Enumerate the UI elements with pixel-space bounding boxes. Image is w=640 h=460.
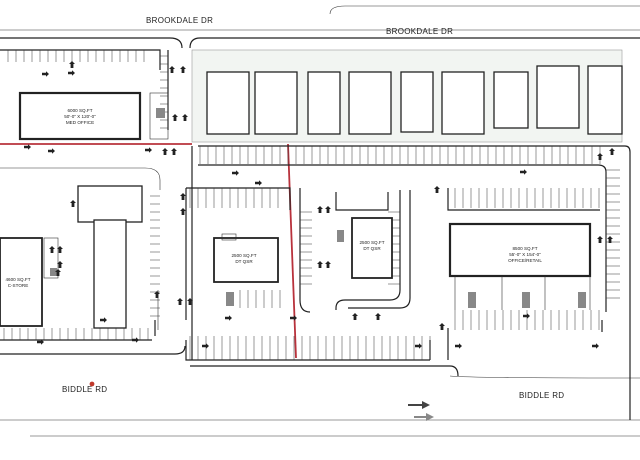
dt-qsr-2-use: DT QSR bbox=[363, 246, 381, 251]
traffic-arrow-icon bbox=[182, 114, 188, 121]
traffic-arrow-icon bbox=[37, 339, 44, 345]
traffic-arrow-icon bbox=[145, 147, 152, 153]
traffic-arrow-icon bbox=[455, 343, 462, 349]
building-office-retail bbox=[448, 222, 592, 278]
traffic-arrow-icon bbox=[180, 66, 186, 73]
office-retail-dims: 55'-0" X 154'-0" bbox=[509, 252, 541, 257]
traffic-arrow-icon bbox=[597, 236, 603, 243]
road-label-brookdale-right: BROOKDALE DR bbox=[386, 27, 453, 36]
road-label-brookdale-left: BROOKDALE DR bbox=[146, 16, 213, 25]
med-office-dims: 50'-0" X 120'-0" bbox=[64, 114, 96, 119]
med-office-area: 6000 SQ.FT bbox=[67, 108, 92, 113]
traffic-arrow-icon bbox=[177, 298, 183, 305]
traffic-arrow-icon bbox=[180, 193, 186, 200]
main-lot bbox=[185, 145, 631, 420]
traffic-arrow-icon bbox=[154, 291, 160, 298]
traffic-arrow-icon bbox=[57, 246, 63, 253]
traffic-arrow-icon bbox=[609, 148, 615, 155]
traffic-arrow-icon bbox=[169, 66, 175, 73]
traffic-arrow-icon bbox=[187, 298, 193, 305]
traffic-arrow-icon bbox=[48, 148, 55, 154]
traffic-arrow-icon bbox=[317, 261, 323, 268]
traffic-arrow-icon bbox=[290, 315, 297, 321]
traffic-arrow-icon bbox=[597, 153, 603, 160]
dt-qsr-1-use: DT QSR bbox=[235, 259, 253, 264]
label-med-office: 6000 SQ.FT 50'-0" X 120'-0" MED OFFICE bbox=[64, 108, 96, 125]
label-office-retail: 8500 SQ.FT 55'-0" X 154'-0" OFFICE/RETAI… bbox=[508, 246, 542, 263]
traffic-arrow-icon bbox=[68, 70, 75, 76]
traffic-arrow-icon bbox=[439, 323, 445, 330]
traffic-arrow-icon bbox=[55, 269, 61, 276]
property-lines bbox=[0, 143, 297, 359]
label-dt-qsr-2: 2500 SQ.FT DT QSR bbox=[359, 240, 384, 251]
traffic-arrow-icon bbox=[520, 169, 527, 175]
traffic-arrows bbox=[24, 61, 615, 349]
building-med-office bbox=[18, 91, 142, 141]
adjacent-building bbox=[206, 71, 250, 135]
fuel-canopy-island bbox=[93, 219, 127, 329]
traffic-arrow-icon bbox=[325, 261, 331, 268]
buildings bbox=[0, 65, 623, 329]
traffic-arrow-icon bbox=[225, 315, 232, 321]
traffic-arrow-icon bbox=[592, 343, 599, 349]
parking-stalls bbox=[3, 50, 620, 360]
dt-qsr-2-area: 2500 SQ.FT bbox=[359, 240, 384, 245]
traffic-arrow-icon bbox=[232, 170, 239, 176]
traffic-arrow-icon bbox=[325, 206, 331, 213]
adjacent-building bbox=[307, 71, 341, 135]
traffic-arrow-icon bbox=[70, 200, 76, 207]
road-edges bbox=[0, 5, 640, 437]
traffic-arrow-icon bbox=[523, 313, 530, 319]
traffic-arrow-icon bbox=[375, 313, 381, 320]
traffic-arrow-icon bbox=[24, 144, 31, 150]
label-c-store: 4600 SQ.FT C-STORE bbox=[5, 277, 30, 288]
traffic-arrow-icon bbox=[162, 148, 168, 155]
traffic-arrow-icon bbox=[255, 180, 262, 186]
office-retail-use: OFFICE/RETAIL bbox=[508, 258, 542, 263]
traffic-arrow-icon bbox=[180, 208, 186, 215]
adjacent-building bbox=[536, 65, 580, 129]
north-arrow-icon bbox=[408, 401, 434, 421]
traffic-arrow-icon bbox=[132, 337, 139, 343]
med-office-use: MED OFFICE bbox=[66, 120, 94, 125]
building-dt-qsr-1 bbox=[213, 237, 279, 283]
traffic-arrow-icon bbox=[607, 236, 613, 243]
office-retail-area: 8500 SQ.FT bbox=[512, 246, 537, 251]
fuel-canopy bbox=[77, 185, 143, 223]
adjacent-building bbox=[441, 71, 485, 135]
road-label-biddle-left: BIDDLE RD bbox=[62, 385, 107, 394]
traffic-arrow-icon bbox=[317, 206, 323, 213]
traffic-arrow-icon bbox=[42, 71, 49, 77]
adjacent-building bbox=[493, 71, 529, 129]
traffic-arrow-icon bbox=[202, 343, 209, 349]
traffic-arrow-icon bbox=[434, 186, 440, 193]
marker-icon bbox=[89, 381, 95, 387]
traffic-arrow-icon bbox=[171, 148, 177, 155]
adjacent-building bbox=[348, 71, 392, 135]
adjacent-building bbox=[400, 71, 434, 133]
building-c-store bbox=[0, 237, 43, 327]
label-dt-qsr-1: 2500 SQ.FT DT QSR bbox=[231, 253, 256, 264]
c-store-use: C-STORE bbox=[8, 283, 29, 288]
traffic-arrow-icon bbox=[69, 61, 75, 68]
traffic-arrow-icon bbox=[100, 317, 107, 323]
traffic-arrow-icon bbox=[172, 114, 178, 121]
traffic-arrow-icon bbox=[57, 261, 63, 268]
adjacent-building bbox=[587, 65, 623, 135]
dt-qsr-1-area: 2500 SQ.FT bbox=[231, 253, 256, 258]
building-dt-qsr-2 bbox=[351, 217, 393, 279]
traffic-arrow-icon bbox=[415, 343, 422, 349]
road-label-biddle-right: BIDDLE RD bbox=[519, 391, 564, 400]
adjacent-building bbox=[254, 71, 298, 135]
c-store-area: 4600 SQ.FT bbox=[5, 277, 30, 282]
traffic-arrow-icon bbox=[352, 313, 358, 320]
traffic-arrow-icon bbox=[49, 246, 55, 253]
